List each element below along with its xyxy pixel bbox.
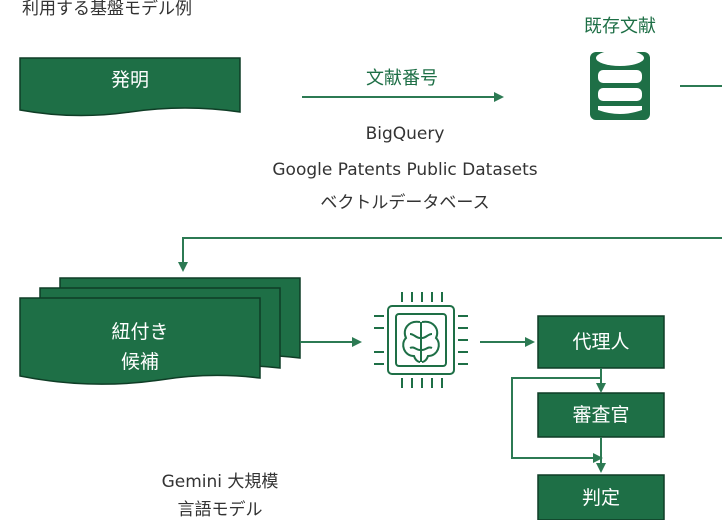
model-caption-line2: 言語モデル xyxy=(177,500,263,520)
invention-label: 発明 xyxy=(110,69,149,91)
feedback-connector xyxy=(178,237,722,272)
agent-label: 代理人 xyxy=(572,331,630,353)
judgment-node[interactable] xyxy=(537,474,665,520)
db-caption-line2: Google Patents Public Datasets xyxy=(272,160,538,180)
db-caption-line3: ベクトルデータベース xyxy=(320,193,490,213)
doc-number-label: 文献番号 xyxy=(366,68,438,89)
invention-node[interactable] xyxy=(19,57,241,117)
page-title: 利用する基盤モデル例 xyxy=(22,0,192,19)
database-icon xyxy=(590,50,650,120)
examiner-label: 審査官 xyxy=(572,404,630,426)
candidates-label-line1: 紐付き xyxy=(111,321,169,343)
existing-docs-label: 既存文献 xyxy=(584,16,656,37)
examiner-node[interactable] xyxy=(537,392,665,438)
model-caption-line1: Gemini 大規模 xyxy=(161,472,279,492)
bypass-connector xyxy=(511,377,603,463)
candidates-node[interactable] xyxy=(19,277,301,385)
ai-brain-chip-icon xyxy=(374,292,468,388)
db-caption-line1: BigQuery xyxy=(365,124,445,144)
judgment-label: 判定 xyxy=(581,487,620,509)
candidates-label-line2: 候補 xyxy=(120,351,159,373)
agent-node[interactable] xyxy=(537,315,665,369)
